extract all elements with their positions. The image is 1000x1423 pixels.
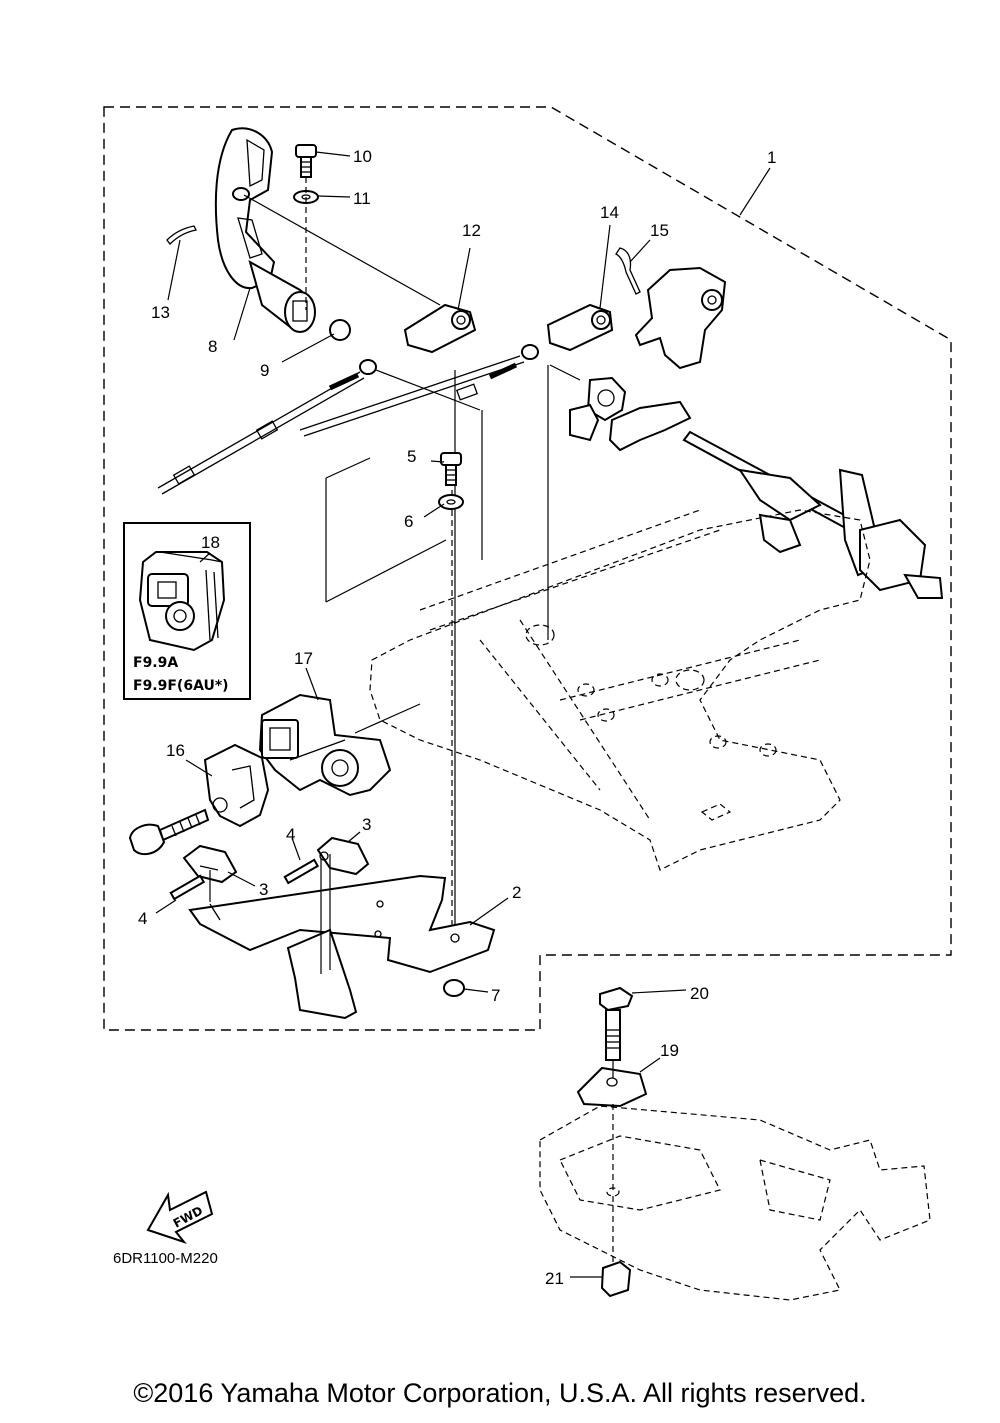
cable-joint-14 <box>546 303 614 352</box>
callout-8: 8 <box>208 337 217 356</box>
callout-13: 13 <box>151 303 170 322</box>
shift-arm-bracket <box>634 266 727 370</box>
cable-joint-12 <box>403 303 477 354</box>
callout-10: 10 <box>353 147 372 166</box>
pin-15 <box>615 247 641 295</box>
shift-lever-handle <box>214 127 316 333</box>
diagram-code: 6DR1100-M220 <box>113 1250 218 1267</box>
callout-15: 15 <box>650 221 669 240</box>
long-bolt <box>128 703 421 856</box>
pin-4b <box>283 858 320 885</box>
shift-rod-assembly <box>682 430 944 599</box>
callout-4b: 4 <box>286 825 295 844</box>
clamp-bracket-outline <box>539 1105 931 1301</box>
callout-20: 20 <box>690 984 709 1003</box>
bottom-cowling-outline <box>369 509 871 871</box>
clip-3a <box>182 844 238 884</box>
callout-19: 19 <box>660 1041 679 1060</box>
copyright-notice: ©2016 Yamaha Motor Corporation, U.S.A. A… <box>133 1378 867 1408</box>
assembly-boundary <box>103 106 952 1031</box>
plate-19 <box>576 1060 648 1190</box>
callout-4a: 4 <box>138 909 147 928</box>
inset-model-line1: F9.9A <box>133 655 178 671</box>
callout-7: 7 <box>491 986 500 1005</box>
callout-1: 1 <box>767 148 776 167</box>
callout-3b: 3 <box>362 815 371 834</box>
fwd-arrow-icon: FWD <box>146 1190 214 1245</box>
o-ring-9 <box>329 319 351 341</box>
clip-3b <box>316 836 370 876</box>
bolt-20 <box>599 986 634 1061</box>
callout-6: 6 <box>404 512 413 531</box>
callout-2: 2 <box>512 883 521 902</box>
callout-9: 9 <box>260 361 269 380</box>
callout-leaders <box>155 151 771 1278</box>
cam-bracket-17 <box>258 693 392 797</box>
callout-21: 21 <box>545 1269 564 1288</box>
shift-cam-parts <box>569 376 692 452</box>
washer-6 <box>438 494 464 510</box>
nut-21 <box>600 1260 632 1298</box>
nut-7 <box>443 979 465 997</box>
inset-model-line2: F9.9F(6AU*) <box>133 678 229 694</box>
callout-11: 11 <box>353 189 371 208</box>
cotter-pin-13 <box>166 225 197 245</box>
callout-14: 14 <box>600 203 619 222</box>
bolt-5 <box>440 452 462 486</box>
bolt-10 <box>295 144 317 178</box>
shift-cables <box>157 355 525 495</box>
callout-5: 5 <box>407 447 416 466</box>
bracket-2 <box>188 854 496 1020</box>
callout-18: 18 <box>201 533 220 552</box>
callout-labels: 1 2 3 3 4 4 5 6 7 8 9 10 11 12 13 14 15 … <box>113 147 776 1288</box>
callout-3a: 3 <box>259 880 268 899</box>
pin-4a <box>169 874 206 901</box>
model-inset-box <box>123 522 251 700</box>
bracket-plate-16 <box>203 743 270 828</box>
callout-16: 16 <box>166 741 185 760</box>
callout-17: 17 <box>294 649 313 668</box>
callout-12: 12 <box>462 221 481 240</box>
